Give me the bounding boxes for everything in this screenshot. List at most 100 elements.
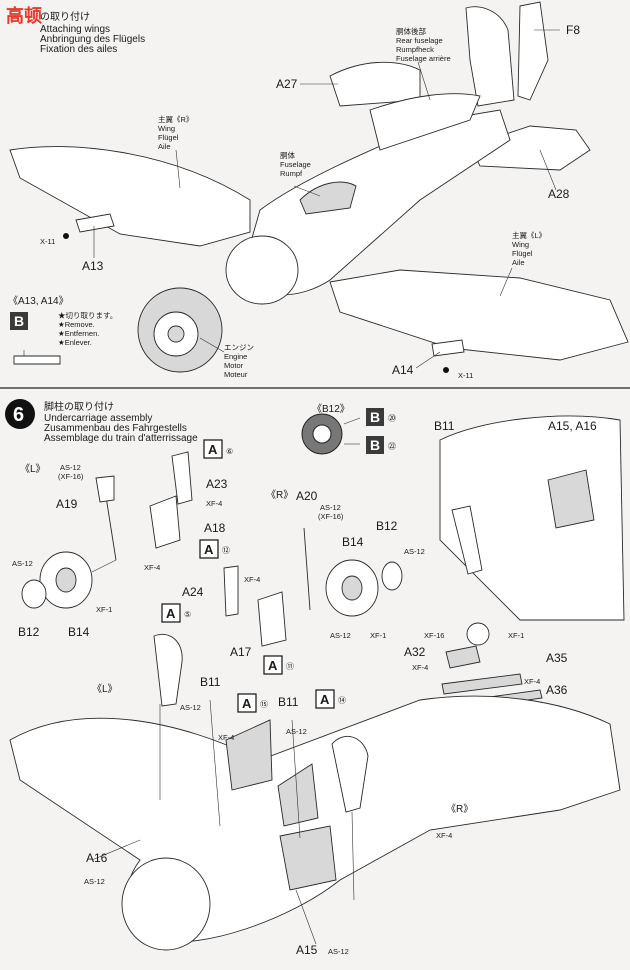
svg-text:Rumpf: Rumpf bbox=[280, 169, 303, 178]
right-gear-assembly: 《R》 bbox=[223, 489, 403, 647]
label-a27: A27 bbox=[276, 77, 298, 91]
svg-text:⑭: ⑭ bbox=[338, 696, 346, 705]
step5-title-fr: Fixation des ailes bbox=[40, 44, 117, 55]
step5-section: の取り付け Attaching wings Anbringung des Flü… bbox=[8, 1, 629, 380]
tail-fin bbox=[465, 6, 515, 107]
svg-text:⑫: ⑫ bbox=[222, 546, 230, 555]
svg-text:Flügel: Flügel bbox=[158, 133, 179, 142]
leader-wing-r bbox=[175, 149, 181, 189]
svg-text:★Remove.: ★Remove. bbox=[58, 320, 95, 329]
svg-text:⑳: ⑳ bbox=[388, 414, 396, 423]
screw-x11-right bbox=[443, 367, 449, 373]
step5-title-jp: の取り付け bbox=[40, 10, 90, 23]
svg-text:A: A bbox=[166, 606, 176, 621]
label-a18: A18 bbox=[204, 521, 226, 535]
label-engine: エンジン Engine Motor Moteur bbox=[224, 343, 254, 379]
note-box bbox=[10, 312, 28, 330]
svg-text:Rumpfheck: Rumpfheck bbox=[396, 45, 434, 54]
label-x11-right: X-11 bbox=[458, 371, 473, 380]
svg-text:Aile: Aile bbox=[158, 142, 171, 151]
step5-title-de: Anbringung des Flügels bbox=[40, 34, 145, 45]
hub-b12-right bbox=[381, 561, 403, 591]
svg-text:Wing: Wing bbox=[158, 124, 175, 133]
boxref-a5: A ⑤ bbox=[161, 603, 191, 623]
leader-fuselage bbox=[293, 185, 321, 197]
rudder-f8 bbox=[517, 1, 549, 101]
label-x11-left: X-11 bbox=[40, 237, 55, 246]
label-xf1-b: XF-1 bbox=[370, 631, 386, 640]
leader-a28 bbox=[539, 149, 557, 191]
cowling-ring bbox=[225, 235, 299, 305]
fuselage-detail bbox=[439, 415, 625, 621]
label-as12-d: AS-12 bbox=[330, 631, 351, 640]
svg-text:エンジン: エンジン bbox=[224, 343, 254, 352]
boxref-a12: A ⑫ bbox=[199, 539, 230, 559]
note-a13-a14: 《A13, A14》 B ★切り取ります。 ★Remove. ★Entferne… bbox=[8, 295, 117, 365]
label-xf4-d: XF-4 bbox=[412, 663, 428, 672]
svg-text:B: B bbox=[14, 313, 24, 329]
label-rear-fuselage: 胴体後部 Rear fuselage Rumpfheck Fuselage ar… bbox=[396, 26, 451, 63]
part-a15-a16-detail bbox=[547, 469, 595, 529]
svg-text:Moteur: Moteur bbox=[224, 370, 248, 379]
step6-title-de: Zusammenbau des Fahrgestells bbox=[44, 423, 187, 434]
step6-number: 6 bbox=[13, 404, 24, 426]
label-L-bottom: 《L》 bbox=[92, 683, 118, 695]
hub-b12-left bbox=[21, 579, 47, 609]
step6-section: 6 脚柱の取り付け Undercarriage assembly Zusamme… bbox=[5, 399, 625, 957]
label-xf4-b: XF-4 bbox=[144, 563, 160, 572]
svg-text:胴体: 胴体 bbox=[280, 150, 295, 160]
leader-b11-b bbox=[291, 719, 301, 839]
boxref-a6: A ⑥ bbox=[203, 439, 233, 459]
svg-text:Fuselage arrière: Fuselage arrière bbox=[396, 54, 451, 63]
svg-text:A: A bbox=[268, 658, 278, 673]
label-a24: A24 bbox=[182, 585, 204, 599]
note-part bbox=[13, 355, 61, 365]
svg-text:主翼《L》: 主翼《L》 bbox=[512, 230, 546, 240]
label-as12-c: AS-12 bbox=[404, 547, 425, 556]
step6-number-badge bbox=[5, 399, 35, 429]
label-xf1-c: XF-1 bbox=[508, 631, 524, 640]
label-f8: F8 bbox=[566, 23, 580, 37]
cockpit bbox=[299, 181, 357, 215]
label-a19: A19 bbox=[56, 497, 78, 511]
strut-a20 bbox=[303, 527, 311, 611]
engine-shaft bbox=[167, 325, 185, 343]
gear-door-a15 bbox=[225, 719, 273, 791]
part-a13 bbox=[75, 213, 115, 233]
svg-text:A: A bbox=[208, 442, 218, 457]
label-wing-l: 主翼《L》 Wing Flügel Aile bbox=[512, 230, 546, 267]
svg-text:B: B bbox=[370, 437, 380, 453]
label-a36: A36 bbox=[546, 683, 568, 697]
svg-text:⑥: ⑥ bbox=[226, 447, 233, 456]
screw-x11-left bbox=[63, 233, 69, 239]
svg-text:A: A bbox=[204, 542, 214, 557]
svg-text:Rear fuselage: Rear fuselage bbox=[396, 36, 443, 45]
svg-text:★Entfernen.: ★Entfernen. bbox=[58, 329, 99, 338]
leader-wing-l bbox=[499, 267, 513, 297]
label-as12-f: AS-12 bbox=[286, 727, 307, 736]
svg-text:⑪: ⑪ bbox=[286, 662, 294, 671]
step6-title-jp: 脚柱の取り付け bbox=[44, 400, 114, 413]
svg-text:《B12》: 《B12》 bbox=[312, 403, 350, 415]
note-title: 《A13, A14》 bbox=[8, 295, 69, 307]
label-xf4-g: XF-4 bbox=[436, 831, 452, 840]
leader-a14 bbox=[415, 351, 441, 369]
label-xf16: XF-16 bbox=[424, 631, 444, 640]
part-a32 bbox=[445, 645, 481, 669]
label-as12-h: AS-12 bbox=[328, 947, 349, 956]
svg-text:★切り取ります。: ★切り取ります。 bbox=[58, 311, 117, 320]
svg-text:㉒: ㉒ bbox=[388, 442, 396, 451]
label-b11-c: B11 bbox=[278, 695, 299, 709]
svg-text:★Enlever.: ★Enlever. bbox=[58, 338, 92, 347]
svg-text:A: A bbox=[320, 692, 330, 707]
step5-title-en: Attaching wings bbox=[40, 24, 110, 35]
label-a23: A23 bbox=[206, 477, 228, 491]
svg-text:胴体後部: 胴体後部 bbox=[396, 26, 426, 36]
svg-text:Aile: Aile bbox=[512, 258, 525, 267]
label-as12-e: AS-12 bbox=[180, 703, 201, 712]
boxref-a11: A ⑪ bbox=[263, 655, 294, 675]
leader-rear-fuselage bbox=[417, 61, 431, 101]
svg-text:B: B bbox=[370, 409, 380, 425]
leader-a16 bbox=[91, 839, 141, 861]
